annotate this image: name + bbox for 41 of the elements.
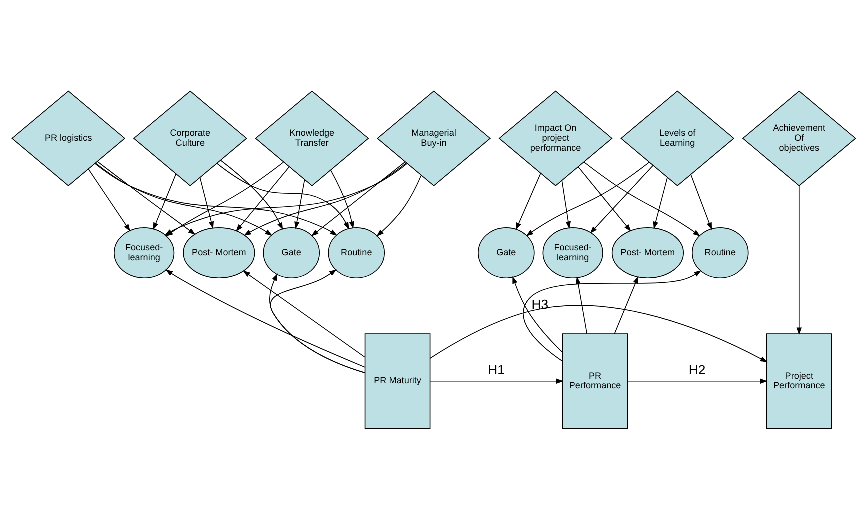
node-ellipse: Post- Mortem bbox=[612, 228, 684, 279]
arrow bbox=[430, 378, 564, 384]
node-diamond: Corporate Culture bbox=[133, 90, 248, 186]
arrow bbox=[796, 186, 802, 336]
arrow bbox=[294, 179, 306, 230]
node-diamond: Achievement Of objectives bbox=[742, 90, 856, 186]
arrow bbox=[200, 178, 214, 230]
arrow bbox=[376, 175, 422, 237]
arrow bbox=[430, 305, 768, 363]
node-diamond: Impact On project performance bbox=[498, 90, 613, 186]
arrow bbox=[614, 276, 639, 334]
arrow bbox=[88, 168, 131, 232]
node-box: PR Performance bbox=[562, 334, 628, 430]
arrow bbox=[512, 276, 564, 353]
node-box: Project Performance bbox=[766, 334, 832, 430]
arrow bbox=[584, 162, 701, 237]
arrow bbox=[311, 162, 406, 237]
arrow bbox=[220, 160, 284, 230]
arrow bbox=[578, 166, 632, 232]
arrow bbox=[526, 162, 650, 236]
arrow bbox=[153, 174, 177, 230]
edge-label: H2 bbox=[688, 362, 706, 378]
node-box: PR Maturity bbox=[364, 334, 431, 430]
node-diamond: PR logistics bbox=[12, 90, 126, 186]
arrow bbox=[653, 177, 668, 230]
arrow bbox=[330, 170, 354, 230]
arrow bbox=[516, 173, 542, 230]
edge-label: H3 bbox=[532, 297, 549, 312]
arrow bbox=[216, 163, 350, 230]
node-diamond: Levels of Learning bbox=[620, 90, 735, 186]
arrow bbox=[562, 180, 571, 230]
edge-label: H1 bbox=[488, 362, 505, 378]
arrow bbox=[236, 166, 290, 232]
node-diamond: Knowledge Transfer bbox=[255, 90, 370, 186]
arrow bbox=[523, 270, 702, 362]
arrow bbox=[244, 162, 408, 236]
arrow bbox=[576, 276, 588, 334]
arrow bbox=[590, 165, 654, 234]
node-diamond: Managerial Buy-in bbox=[376, 90, 492, 186]
arrow bbox=[690, 174, 712, 230]
arrow bbox=[627, 378, 768, 384]
